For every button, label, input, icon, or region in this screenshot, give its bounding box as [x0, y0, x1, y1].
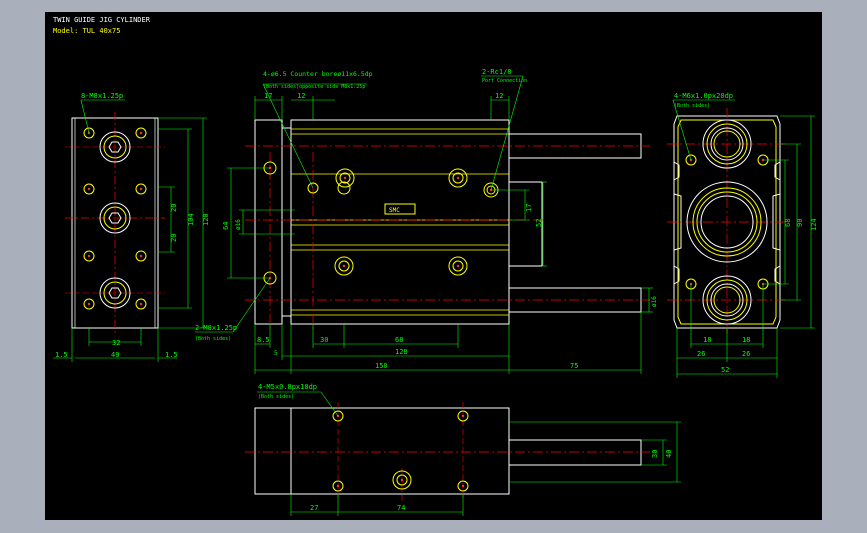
bottom-view: 4-M5x0.8px10dp (Both sides) 27 74 30 40 — [245, 383, 681, 516]
right-end-view: 4-M6x1.0px20dp (Both sides) 68 90 124 18… — [667, 92, 818, 378]
dim-left-32: 32 — [112, 339, 120, 347]
callout-port-note: Port Connection — [482, 78, 527, 84]
callout-front-threads: 2-M8x1.25p — [195, 324, 237, 332]
dim-bottom-40: 40 — [665, 450, 673, 458]
cad-drawing: TWIN GUIDE JIG CYLINDER Model: TUL 40x75… — [53, 16, 818, 516]
dim-left-120: 120 — [202, 213, 210, 226]
callout-left-threads: 8-M8x1.25p — [81, 92, 123, 100]
callout-right-sides: (Both sides) — [674, 103, 710, 109]
drawing-title: TWIN GUIDE JIG CYLINDER — [53, 16, 151, 24]
callout-counter-bore-1: 4-ø6.5 Counter boreø11x6.5dp — [263, 70, 373, 78]
dim-bottom-27: 27 — [310, 504, 318, 512]
dim-top-12a: 12 — [297, 92, 305, 100]
callout-front-sides: (Both sides) — [195, 336, 231, 342]
dim-front-52: 52 — [535, 219, 543, 227]
dim-top-12b: 12 — [495, 92, 503, 100]
left-end-view: 8-M8x1.25p 20 20 104 120 32 49 1.5 1.5 — [53, 92, 210, 362]
callout-bottom-sides: (Both sides) — [258, 394, 294, 400]
dim-left-104: 104 — [187, 213, 195, 226]
callout-port: 2-Rc1/8 — [482, 68, 512, 76]
dim-front-128: 128 — [395, 348, 408, 356]
dim-right-18a: 18 — [703, 336, 711, 344]
dim-front-150: 150 — [375, 362, 388, 370]
drawing-frame: TWIN GUIDE JIG CYLINDER Model: TUL 40x75… — [45, 12, 822, 520]
dim-right-124: 124 — [810, 218, 818, 231]
dim-left-20b: 20 — [170, 234, 178, 242]
dim-left-1b: 1.5 — [165, 351, 178, 359]
dim-top-17: 17 — [264, 92, 272, 100]
dim-bottom-74: 74 — [397, 504, 405, 512]
dim-right-52: 52 — [721, 366, 729, 374]
callout-bottom-threads: 4-M5x0.8px10dp — [258, 383, 317, 391]
dim-right-26b: 26 — [742, 350, 750, 358]
dim-left-1: 1.5 — [55, 351, 68, 359]
dim-left-20a: 20 — [170, 204, 178, 212]
dim-right-18b: 18 — [742, 336, 750, 344]
model-label: Model: TUL 40x75 — [53, 27, 120, 35]
dim-front-16: ø16 — [235, 219, 242, 230]
callout-right-threads: 4-M6x1.0px20dp — [674, 92, 733, 100]
label-plate: SMC — [389, 207, 400, 214]
dim-left-49: 49 — [111, 351, 119, 359]
dim-front-16b: ø16 — [651, 296, 658, 307]
dim-front-5: 5 — [274, 350, 278, 357]
dim-right-68: 68 — [784, 219, 792, 227]
dim-front-8: 8.5 — [257, 336, 270, 344]
dim-bottom-30: 30 — [651, 450, 659, 458]
dim-front-30: 30 — [320, 336, 328, 344]
callout-counter-bore-2: (Both sides)opposite side M8x1.25p — [263, 84, 365, 90]
dim-right-26a: 26 — [697, 350, 705, 358]
front-view: SMC 4-ø6.5 Counter boreø11x6.5dp (Both s… — [195, 68, 658, 374]
dim-front-68: 68 — [395, 336, 403, 344]
dim-front-17: 17 — [525, 204, 533, 212]
dim-front-75: 75 — [570, 362, 578, 370]
dim-right-90: 90 — [796, 219, 804, 227]
dim-front-64: 64 — [222, 222, 230, 230]
